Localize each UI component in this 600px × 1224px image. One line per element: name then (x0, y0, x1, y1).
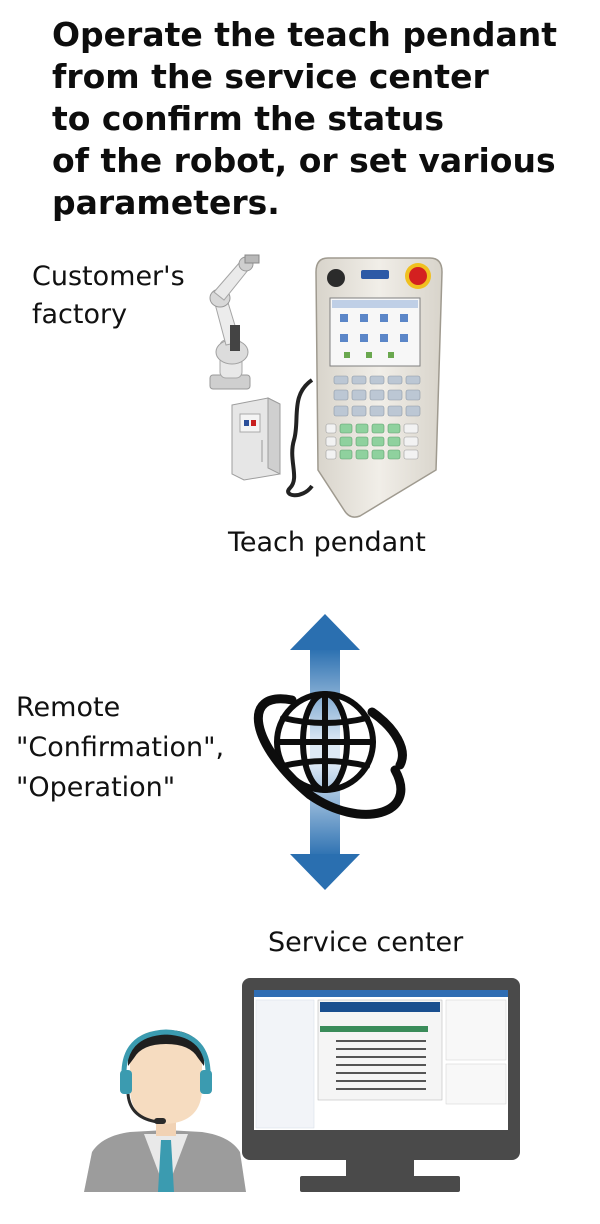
headset-operator-icon (84, 1029, 246, 1192)
remote-line-3: "Operation" (16, 772, 176, 803)
robot-controller-icon (231, 397, 281, 481)
service-center-label: Service center (268, 927, 464, 958)
headline-line-1: Operate the teach pendant (52, 15, 558, 54)
remote-line-1: Remote (16, 692, 121, 723)
teach-pendant-icon (315, 257, 443, 518)
monitor-icon (242, 978, 520, 1192)
customer-factory-label: Customer's factory (32, 258, 185, 334)
headline-line-4: of the robot, or set various (52, 141, 556, 180)
teach-pendant-label: Teach pendant (228, 527, 426, 558)
industrial-robot-icon (209, 254, 260, 390)
headline-line-5: parameters. (52, 183, 280, 222)
remote-line-2: "Confirmation", (16, 732, 225, 763)
customer-factory-line-2: factory (32, 299, 128, 330)
customer-factory-line-1: Customer's (32, 261, 185, 292)
headline-line-2: from the service center (52, 57, 489, 96)
pendant-cable-icon (286, 378, 314, 498)
remote-label: Remote "Confirmation", "Operation" (16, 688, 224, 808)
globe-network-icon (253, 691, 407, 819)
headline-line-3: to confirm the status (52, 99, 445, 138)
headline: Operate the teach pendant from the servi… (52, 14, 592, 224)
bidirectional-arrow-icon (290, 614, 360, 890)
